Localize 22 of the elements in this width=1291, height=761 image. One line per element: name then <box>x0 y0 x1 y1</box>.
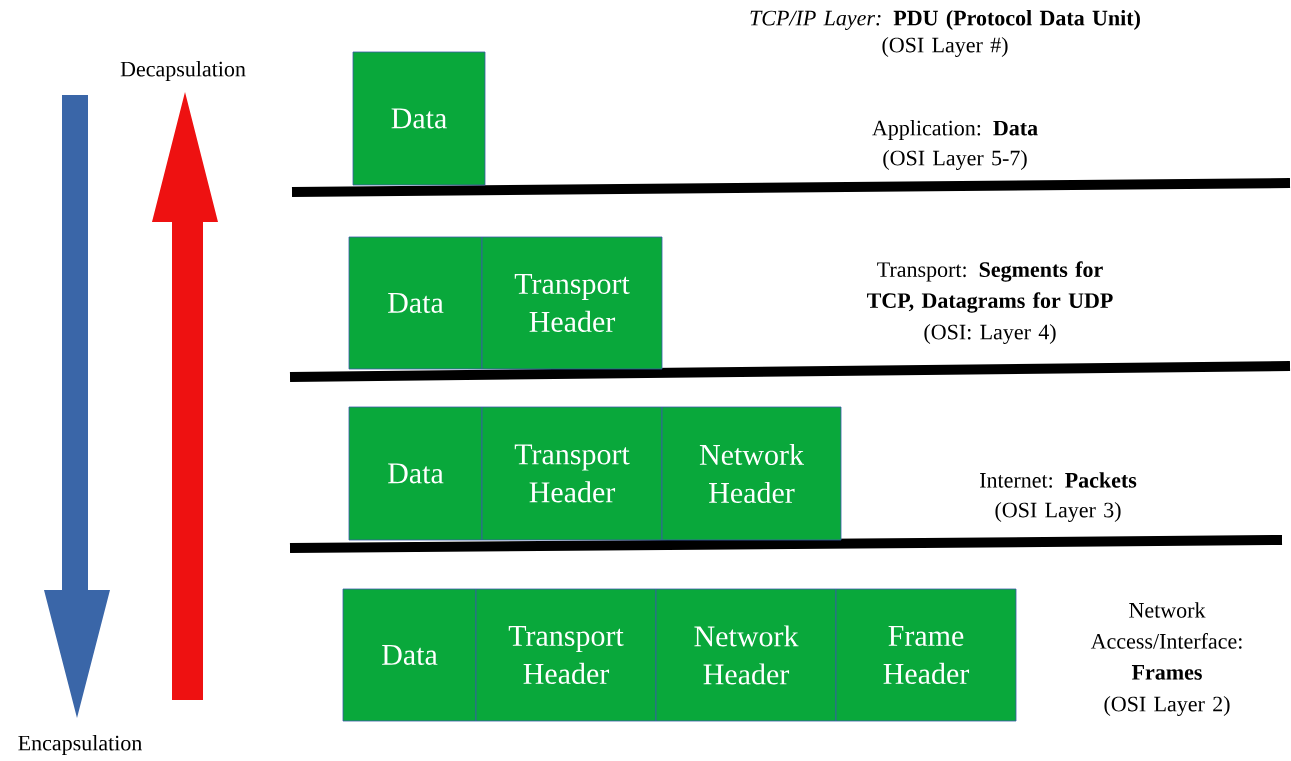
layer-label: (OSI Layer 2) <box>1104 696 1230 716</box>
arrow-label: Decapsulation <box>120 61 246 81</box>
layer-label: (OSI Layer 5-7) <box>883 150 1027 170</box>
layer-label: (OSI Layer 3) <box>995 502 1121 522</box>
layer-label: Network Access/Interface: Frames <box>1090 602 1242 680</box>
pdu-block: Network Header <box>655 588 837 722</box>
pdu-block: Transport Header <box>481 236 663 370</box>
layer-label: (OSI: Layer 4) <box>924 324 1056 344</box>
pdu-block: Data <box>352 51 486 186</box>
pdu-block: Data <box>348 406 483 541</box>
pdu-block: Transport Header <box>475 588 657 722</box>
layer-label: Internet: Packets <box>980 472 1137 488</box>
pdu-block: Data <box>348 236 483 370</box>
layer-label: Application: Data <box>872 120 1038 140</box>
arrow-label: Encapsulation <box>18 735 142 755</box>
pdu-block: Transport Header <box>481 406 663 541</box>
pdu-block: Network Header <box>661 406 842 541</box>
layer-heading: TCP/IP Layer: PDU (Protocol Data Unit) <box>750 10 1140 30</box>
pdu-block: Data <box>342 588 477 722</box>
layer-heading: (OSI Layer #) <box>882 37 1008 57</box>
pdu-block: Frame Header <box>835 588 1017 722</box>
layer-label: Transport: Segments for TCP, Datagrams for UDP <box>867 261 1113 313</box>
